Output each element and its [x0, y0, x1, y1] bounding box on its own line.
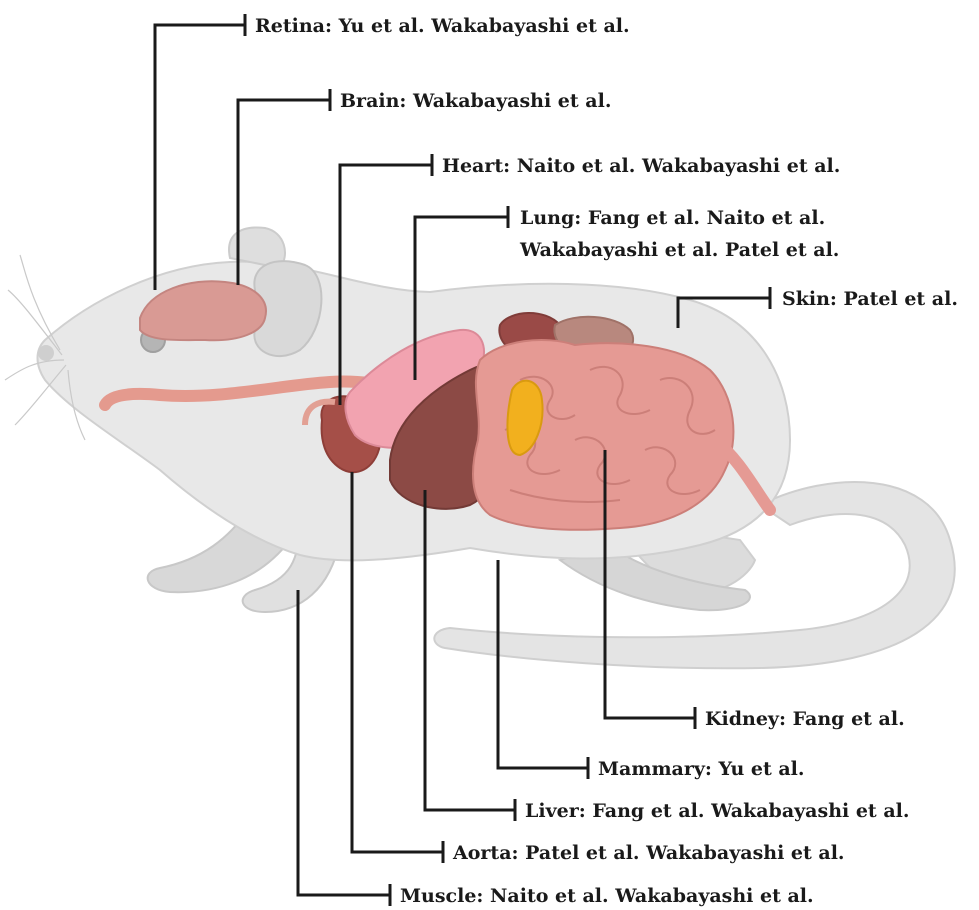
kidney-label: Kidney: Fang et al. — [705, 708, 905, 730]
liver-label: Liver: Fang et al. Wakabayashi et al. — [525, 800, 909, 822]
muscle-organ: Muscle: — [400, 885, 490, 907]
mammary-leader — [498, 560, 588, 768]
mammary-organ: Mammary: — [598, 758, 719, 780]
liver-refs: Fang et al. Wakabayashi et al. — [592, 800, 909, 822]
brain-organ: Brain: — [340, 90, 413, 112]
retina-label: Retina: Yu et al. Wakabayashi et al. — [255, 15, 630, 37]
aorta-organ: Aorta: — [452, 842, 525, 864]
retina-organ: Retina: — [255, 15, 339, 37]
heart-organ: Heart: — [442, 155, 517, 177]
lung-label: Lung: Fang et al. Naito et al. — [520, 207, 825, 229]
mammary-refs: Yu et al. — [718, 758, 805, 780]
lung-label-line2: Wakabayashi et al. Patel et al. — [519, 239, 839, 261]
skin-label: Skin: Patel et al. — [782, 288, 958, 310]
mammary-label: Mammary: Yu et al. — [598, 758, 805, 780]
lung-refs: Fang et al. Naito et al. — [588, 207, 825, 229]
brain-label: Brain: Wakabayashi et al. — [340, 90, 611, 112]
aorta-refs: Patel et al. Wakabayashi et al. — [525, 842, 844, 864]
liver-organ: Liver: — [525, 800, 592, 822]
skin-organ: Skin: — [782, 288, 844, 310]
brain-refs: Wakabayashi et al. — [412, 90, 611, 112]
muscle-refs: Naito et al. Wakabayashi et al. — [490, 885, 814, 907]
heart-refs: Naito et al. Wakabayashi et al. — [517, 155, 841, 177]
heart-label: Heart: Naito et al. Wakabayashi et al. — [442, 155, 840, 177]
lung-refs-line2: Wakabayashi et al. Patel et al. — [519, 239, 839, 261]
kidney-organ: Kidney: — [705, 708, 793, 730]
skin-refs: Patel et al. — [844, 288, 958, 310]
kidney-refs: Fang et al. — [793, 708, 905, 730]
lung-organ: Lung: — [520, 207, 588, 229]
muscle-label: Muscle: Naito et al. Wakabayashi et al. — [400, 885, 814, 907]
aorta-label: Aorta: Patel et al. Wakabayashi et al. — [452, 842, 845, 864]
retina-refs: Yu et al. Wakabayashi et al. — [338, 15, 630, 37]
muscle-leader — [298, 590, 390, 895]
nose — [38, 345, 54, 361]
